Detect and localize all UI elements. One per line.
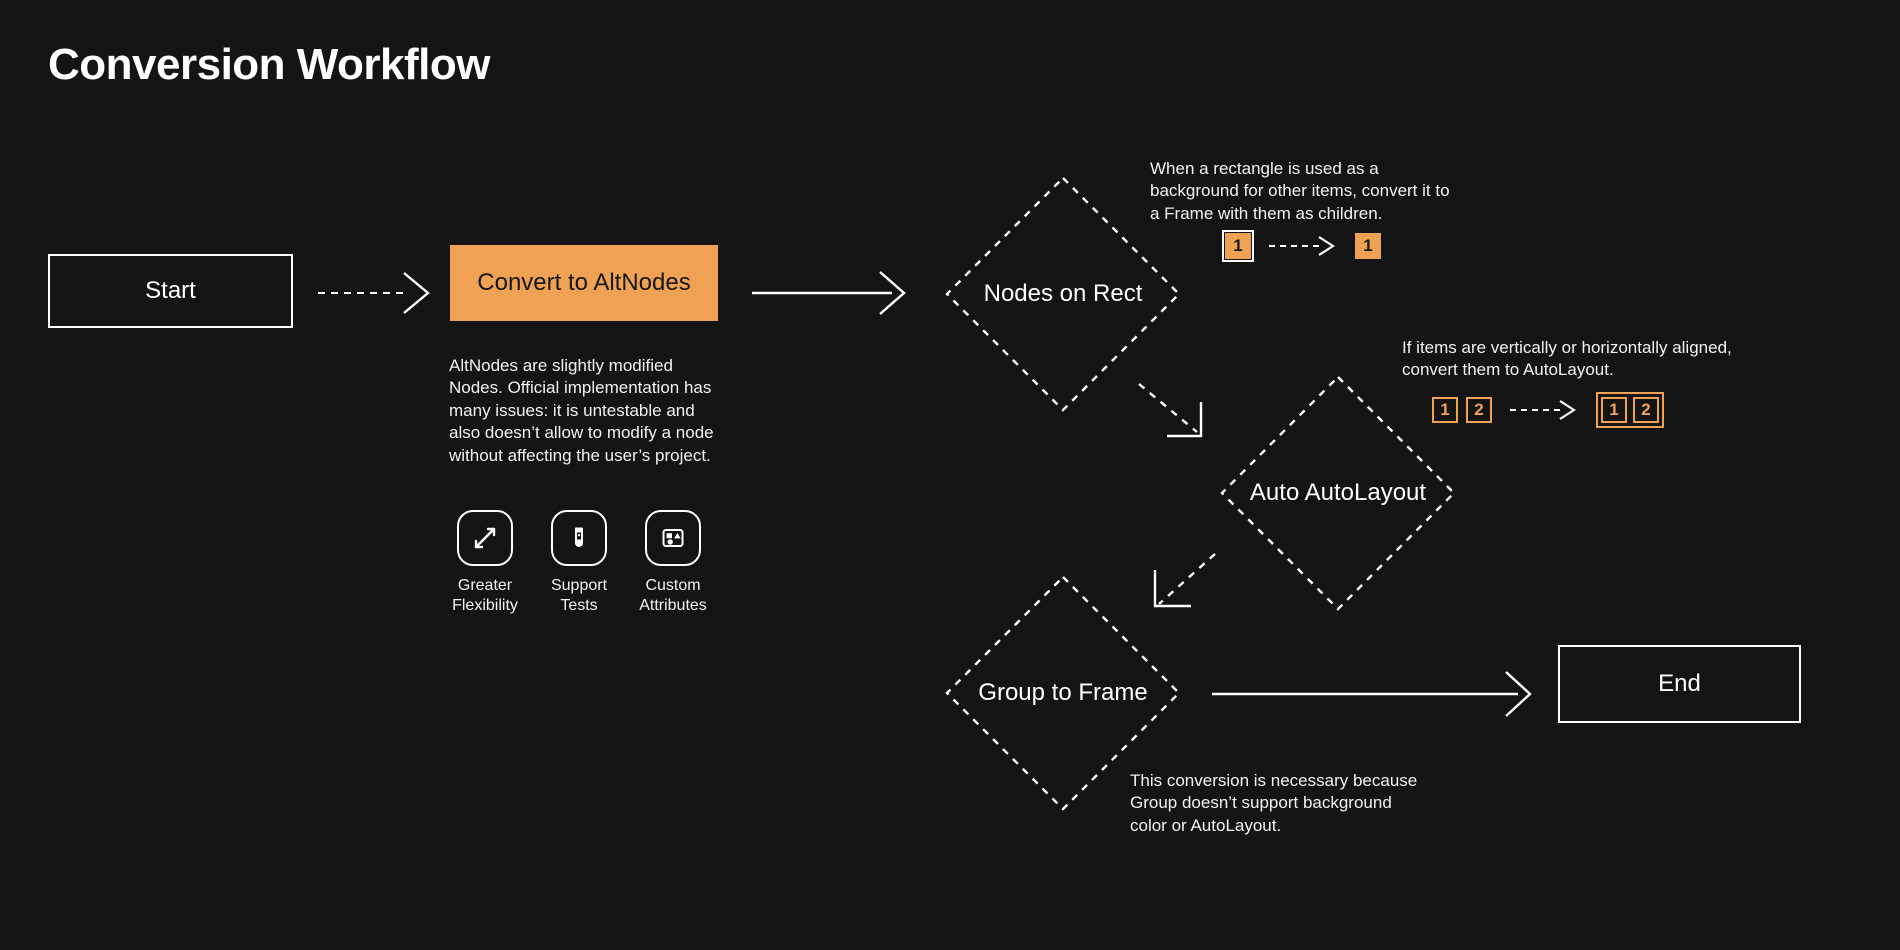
shapes-icon (645, 510, 701, 566)
badge-after: 1 (1355, 233, 1381, 259)
note-auto-autolayout: If items are vertically or horizontally … (1402, 338, 1732, 380)
feature-list: Greater Flexibility Support Tests (449, 510, 709, 616)
note-nodes-on-rect: When a rectangle is used as a background… (1150, 159, 1450, 223)
autolayout-frame: 1 2 (1596, 392, 1664, 428)
node-auto-autolayout-label: Auto AutoLayout (1249, 479, 1427, 506)
node-convert-to-altnodes[interactable]: Convert to AltNodes (450, 245, 718, 321)
feature-label: Support Tests (550, 577, 608, 614)
feature-label: Greater Flexibility (452, 577, 518, 614)
node-end[interactable]: End (1558, 645, 1801, 723)
node-nodes-on-rect-label: Nodes on Rect (983, 280, 1143, 307)
badge-after-2: 2 (1633, 397, 1659, 423)
note-group-to-frame: This conversion is necessary because Gro… (1130, 771, 1418, 835)
node-start[interactable]: Start (48, 254, 293, 328)
feature-greater-flexibility: Greater Flexibility (449, 510, 521, 616)
connector-convert-to-nodes-on-rect (752, 271, 906, 315)
page-title: Conversion Workflow (48, 40, 490, 89)
badge-group-auto-autolayout: 1 2 1 2 (1432, 392, 1664, 428)
badge-before: 1 (1222, 230, 1254, 262)
badge-before-2: 2 (1466, 397, 1492, 423)
node-end-label: End (1658, 670, 1701, 697)
node-nodes-on-rect[interactable]: Nodes on Rect (943, 174, 1183, 414)
connector-auto-autolayout-to-group-to-frame (1153, 553, 1216, 608)
expand-arrows-icon (457, 510, 513, 566)
connector-start-to-convert (318, 272, 430, 314)
altnodes-description: AltNodes are slightly modified Nodes. Of… (449, 356, 714, 465)
node-group-to-frame[interactable]: Group to Frame (943, 573, 1183, 813)
node-group-to-frame-label: Group to Frame (978, 679, 1148, 706)
feature-label: Custom Attributes (639, 577, 707, 614)
connector-group-to-frame-to-end (1212, 671, 1532, 717)
badge-transform-arrow-icon (1510, 400, 1577, 420)
node-start-label: Start (145, 277, 196, 304)
feature-custom-attributes: Custom Attributes (637, 510, 709, 616)
node-convert-label: Convert to AltNodes (477, 269, 691, 296)
badge-after-1: 1 (1601, 397, 1627, 423)
feature-support-tests: Support Tests (543, 510, 615, 616)
node-auto-autolayout[interactable]: Auto AutoLayout (1218, 373, 1458, 613)
badge-transform-arrow-icon (1269, 236, 1336, 256)
badge-before-1: 1 (1432, 397, 1458, 423)
test-tube-icon (551, 510, 607, 566)
badge-group-nodes-on-rect: 1 1 (1222, 230, 1381, 262)
connector-nodes-on-rect-to-auto-autolayout (1138, 383, 1203, 438)
